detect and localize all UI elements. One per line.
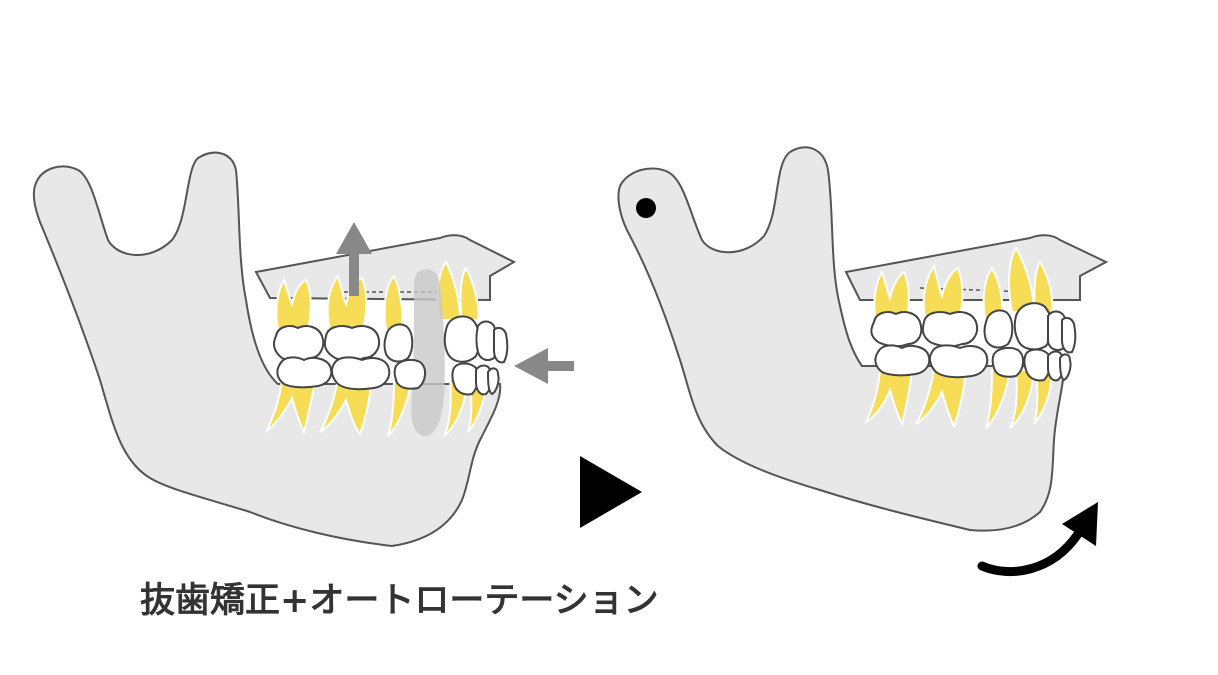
- mandible-after: [617, 146, 1066, 532]
- jaw-after: [617, 146, 1109, 577]
- play-triangle-icon: [580, 456, 642, 528]
- jaw-before: [32, 151, 574, 548]
- mandible-before: [32, 151, 502, 548]
- upper-crowns-before: [273, 315, 509, 364]
- diagram-caption: 抜歯矯正+オートローテーション: [140, 581, 659, 621]
- arrow-up-icon: [336, 222, 372, 296]
- arrow-left-icon: [514, 348, 574, 384]
- lower-crowns-before: [276, 356, 500, 396]
- upper-crowns-after: [870, 302, 1077, 354]
- upper-roots-after: [873, 245, 1054, 323]
- curved-arrow-icon: [977, 502, 1098, 577]
- extracted-tooth-ghost: [411, 269, 445, 436]
- lower-crowns-after: [874, 344, 1072, 382]
- pivot-dot-icon: [636, 198, 656, 218]
- lower-roots-after: [863, 369, 1054, 429]
